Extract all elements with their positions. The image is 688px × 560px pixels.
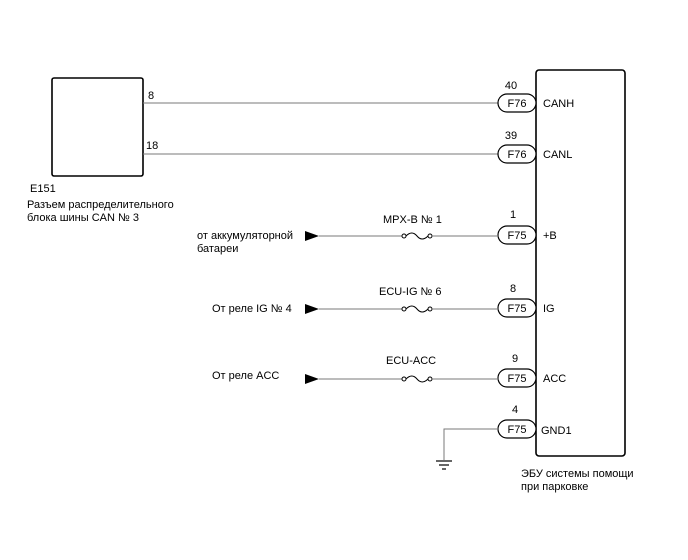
fuse-label-ecu-acc: ECU-ACC bbox=[386, 355, 436, 367]
arrow-icon bbox=[305, 374, 319, 384]
connector-id: F75 bbox=[508, 230, 527, 242]
source-ig-relay: От реле IG № 4 bbox=[212, 303, 292, 315]
fuse-icon bbox=[401, 232, 433, 240]
connector-f75 bbox=[497, 368, 537, 388]
connector-f76 bbox=[497, 93, 537, 113]
connector-code-e151: E151 bbox=[30, 183, 56, 195]
source-battery-line1: от аккумуляторной bbox=[197, 230, 293, 242]
terminal-pin-number: 9 bbox=[512, 353, 518, 365]
terminal-label-canl: CANL bbox=[543, 149, 572, 161]
connector-f76 bbox=[497, 144, 537, 164]
terminal-label-plus-b: +B bbox=[543, 230, 557, 242]
parking-assist-ecu-box bbox=[535, 69, 626, 457]
terminal-pin-number: 8 bbox=[510, 283, 516, 295]
ecu-name-line1: ЭБУ системы помощи bbox=[521, 468, 634, 480]
terminal-pin-number: 4 bbox=[512, 404, 518, 416]
ground-wire bbox=[443, 428, 499, 460]
fuse-icon bbox=[401, 375, 433, 383]
source-battery-line2: батареи bbox=[197, 243, 238, 255]
connector-id: F76 bbox=[508, 98, 527, 110]
connector-block-name-line2: блока шины CAN № 3 bbox=[27, 212, 139, 224]
terminal-label-acc: ACC bbox=[543, 373, 566, 385]
source-acc-relay: От реле ACC bbox=[212, 370, 279, 382]
terminal-label-gnd1: GND1 bbox=[541, 425, 572, 437]
pin-8-canh-source: 8 bbox=[148, 90, 154, 102]
terminal-label-canh: CANH bbox=[543, 98, 574, 110]
terminal-pin-number: 39 bbox=[505, 130, 517, 142]
arrow-icon bbox=[305, 304, 319, 314]
connector-id: F75 bbox=[508, 303, 527, 315]
connector-id: F76 bbox=[508, 149, 527, 161]
connector-f75 bbox=[497, 225, 537, 245]
terminal-pin-number: 1 bbox=[510, 209, 516, 221]
can-junction-connector-block bbox=[51, 77, 144, 177]
connector-id: F75 bbox=[508, 373, 527, 385]
connector-block-name-line1: Разъем распределительного bbox=[27, 199, 174, 211]
ground-icon bbox=[436, 460, 452, 470]
connector-id: F75 bbox=[508, 424, 527, 436]
terminal-label-ig: IG bbox=[543, 303, 555, 315]
fuse-label-mpx-b: MPX-B № 1 bbox=[383, 214, 442, 226]
pin-18-canl-source: 18 bbox=[146, 140, 158, 152]
fuse-label-ecu-ig: ECU-IG № 6 bbox=[379, 286, 442, 298]
fuse-icon bbox=[401, 305, 433, 313]
ecu-name-line2: при парковке bbox=[521, 481, 588, 493]
arrow-icon bbox=[305, 231, 319, 241]
connector-f75 bbox=[497, 298, 537, 318]
terminal-pin-number: 40 bbox=[505, 80, 517, 92]
